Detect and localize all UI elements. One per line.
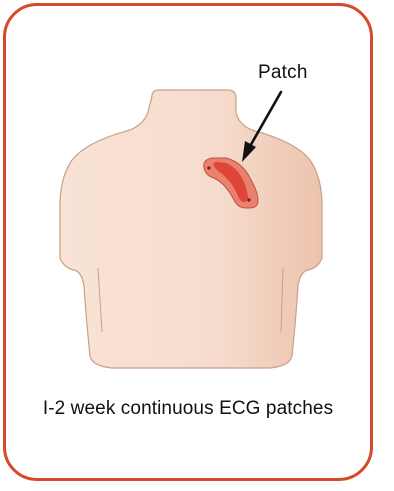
caption: I-2 week continuous ECG patches — [0, 398, 376, 420]
patch-label: Patch — [258, 62, 308, 84]
patch-electrode-bottom — [247, 198, 250, 201]
torso-shape — [60, 90, 322, 368]
patch-electrode-top — [207, 166, 210, 169]
